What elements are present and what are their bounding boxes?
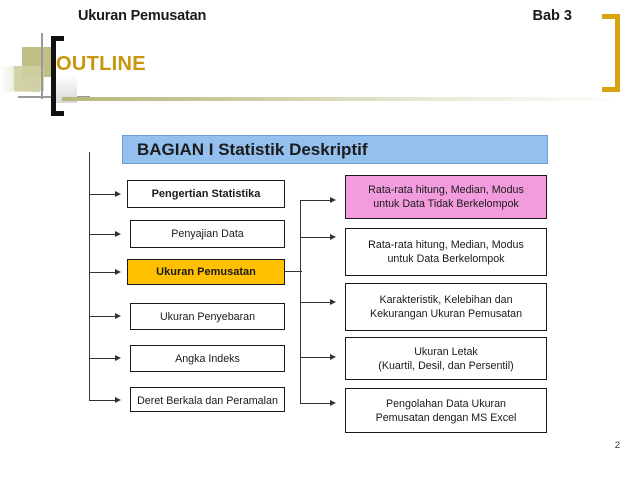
- node-label-line-1: Pengolahan Data Ukuran: [385, 397, 507, 410]
- node-angka-indeks[interactable]: Angka Indeks: [130, 345, 285, 372]
- left-branch-arrow-5: [115, 355, 121, 361]
- right-branch-arrow-5: [330, 400, 336, 406]
- node-rata-rata-data-berkelompok[interactable]: Rata-rata hitung, Median, Modus untuk Da…: [345, 228, 547, 276]
- right-branch-arrow-1: [330, 197, 336, 203]
- gray-vertical-rule: [41, 33, 43, 99]
- left-branch-arrow-6: [115, 397, 121, 403]
- left-branch-arrow-4: [115, 313, 121, 319]
- node-ukuran-penyebaran[interactable]: Ukuran Penyebaran: [130, 303, 285, 330]
- right-branch-arrow-2: [330, 234, 336, 240]
- node-label-line-1: Rata-rata hitung, Median, Modus: [368, 184, 524, 196]
- node-pengertian-statistika[interactable]: Pengertian Statistika: [127, 180, 285, 208]
- node-label: Angka Indeks: [175, 352, 240, 365]
- node-label: Rata-rata hitung, Median, Modus untuk Da…: [346, 238, 546, 266]
- left-branch-arrow-1: [115, 191, 121, 197]
- node-label: Deret Berkala dan Peramalan: [137, 395, 278, 407]
- node-label: Pengolahan Data Ukuran Pemusatan dengan …: [346, 397, 546, 425]
- page-title: Ukuran Pemusatan: [78, 8, 207, 24]
- page-number: 2: [614, 440, 620, 451]
- right-branch-line-2: [300, 237, 332, 239]
- node-label-line-2: untuk Data Tidak Berkelompok: [373, 198, 519, 210]
- section-heading: OUTLINE: [56, 53, 146, 75]
- left-branch-line-5: [89, 358, 117, 360]
- left-branch-line-3: [89, 272, 117, 274]
- node-rata-rata-data-tidak-berkelompok[interactable]: Rata-rata hitung, Median, Modus untuk Da…: [345, 175, 547, 219]
- gold-bracket-decoration: [602, 14, 620, 92]
- black-bracket-decoration: [51, 36, 64, 116]
- left-branch-line-1: [89, 194, 117, 196]
- node-karakteristik-kelebihan-kekurangan[interactable]: Karakteristik, Kelebihan dan Kekurangan …: [345, 283, 547, 331]
- white-gradient-block-decoration: [54, 75, 77, 103]
- center-feed-line: [285, 271, 302, 273]
- right-branch-line-3: [300, 302, 332, 304]
- node-label-line-2: (Kuartil, Desil, dan Persentil): [378, 359, 514, 372]
- left-branch-line-4: [89, 316, 117, 318]
- node-label-line-2: Pemusatan dengan MS Excel: [375, 411, 517, 424]
- node-label: Ukuran Pemusatan: [156, 266, 256, 278]
- node-pengolahan-data-ms-excel[interactable]: Pengolahan Data Ukuran Pemusatan dengan …: [345, 388, 547, 433]
- node-ukuran-pemusatan[interactable]: Ukuran Pemusatan: [127, 259, 285, 285]
- left-branch-line-6: [89, 400, 117, 402]
- node-label: Karakteristik, Kelebihan dan Kekurangan …: [346, 293, 546, 321]
- left-branch-arrow-3: [115, 269, 121, 275]
- header-divider: [62, 97, 617, 101]
- node-label: Pengertian Statistika: [151, 188, 261, 200]
- node-penyajian-data[interactable]: Penyajian Data: [130, 220, 285, 248]
- node-label: Ukuran Penyebaran: [159, 310, 256, 323]
- node-label: Penyajian Data: [171, 228, 244, 240]
- olive-square-lower-decoration: [14, 66, 44, 91]
- right-branch-arrow-3: [330, 299, 336, 305]
- node-label-line-1: Rata-rata hitung, Median, Modus: [368, 239, 524, 251]
- diagram-title-text: BAGIAN I Statistik Deskriptif: [137, 140, 368, 159]
- node-label: Ukuran Letak (Kuartil, Desil, dan Persen…: [346, 345, 546, 373]
- node-label: Rata-rata hitung, Median, Modus untuk Da…: [346, 183, 546, 211]
- left-branch-line-2: [89, 234, 117, 236]
- left-branch-arrow-2: [115, 231, 121, 237]
- chapter-label: Bab 3: [532, 8, 573, 24]
- node-label-line-2: untuk Data Berkelompok: [387, 253, 505, 265]
- node-label-line-1: Ukuran Letak: [414, 345, 478, 358]
- right-branch-line-5: [300, 403, 332, 405]
- node-label-line-2: Kekurangan Ukuran Pemusatan: [369, 308, 523, 320]
- node-deret-berkala-dan-peramalan[interactable]: Deret Berkala dan Peramalan: [130, 387, 285, 412]
- node-ukuran-letak[interactable]: Ukuran Letak (Kuartil, Desil, dan Persen…: [345, 337, 547, 380]
- right-branch-line-4: [300, 357, 332, 359]
- diagram-title-bar: BAGIAN I Statistik Deskriptif: [122, 135, 548, 164]
- right-branch-line-1: [300, 200, 332, 202]
- right-branch-arrow-4: [330, 354, 336, 360]
- node-label-line-1: Karakteristik, Kelebihan dan: [379, 294, 513, 306]
- left-trunk-line: [89, 152, 91, 401]
